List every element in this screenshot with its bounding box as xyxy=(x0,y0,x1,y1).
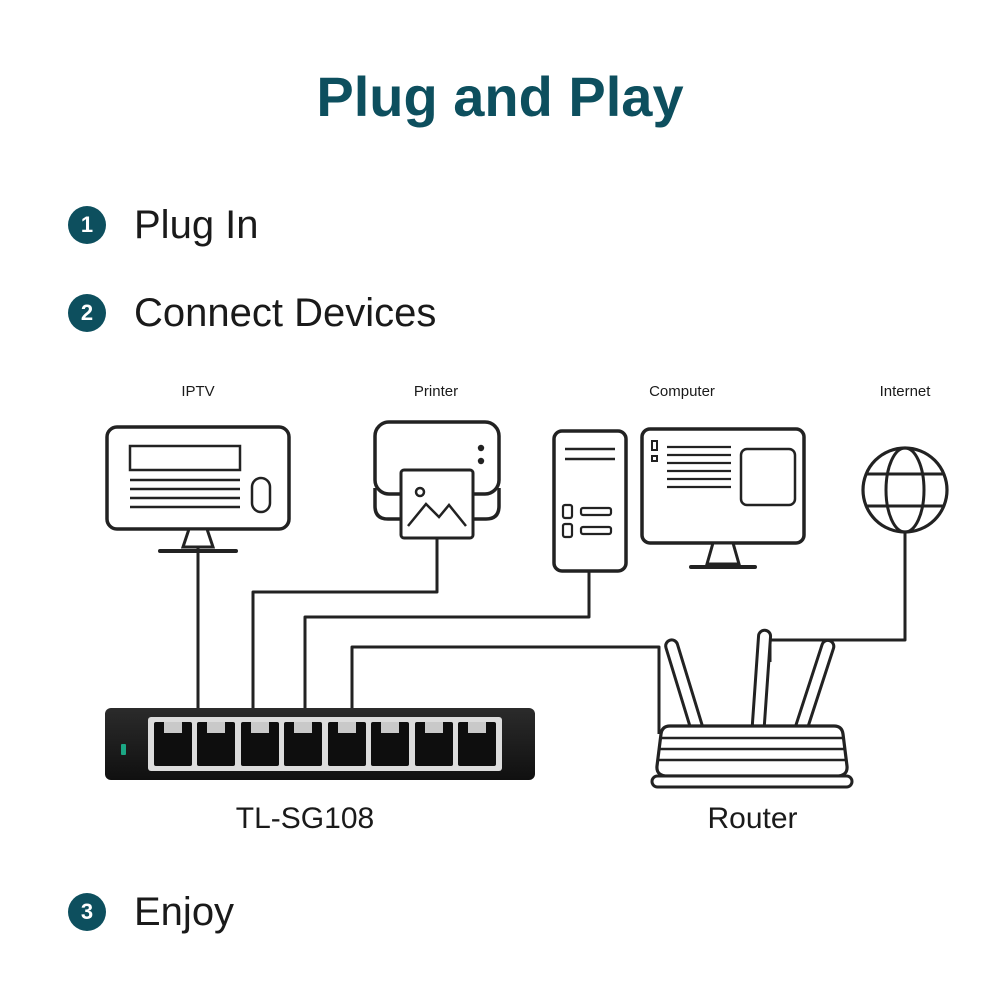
tv-stand xyxy=(180,527,216,549)
step-2-badge: 2 xyxy=(68,294,106,332)
step-3: 3 Enjoy xyxy=(68,888,234,936)
switch-device xyxy=(105,708,535,780)
line-printer-to-switch xyxy=(251,538,439,712)
router-label: Router xyxy=(707,802,798,835)
printer-label: Printer xyxy=(413,383,459,400)
router-antenna-right xyxy=(794,638,836,734)
rj45-port xyxy=(154,722,192,766)
step-1-badge: 1 xyxy=(68,206,106,244)
rj45-port xyxy=(457,722,496,766)
computer-label: Computer xyxy=(649,383,715,400)
switch-ports xyxy=(148,717,502,771)
printer-icon xyxy=(373,420,501,540)
rj45-port xyxy=(197,722,236,766)
router-antenna-left xyxy=(664,638,704,734)
step-2: 2 Connect Devices xyxy=(68,289,436,337)
iptv-label: IPTV xyxy=(181,383,215,400)
rj45-port xyxy=(240,722,279,766)
printer-paper xyxy=(399,468,475,540)
router-antenna-middle xyxy=(750,628,773,732)
router-icon xyxy=(650,628,854,789)
step-3-label: Enjoy xyxy=(134,890,235,934)
computer-icon xyxy=(552,427,806,573)
switch-led xyxy=(121,744,126,755)
router-base xyxy=(650,774,854,789)
monitor-stand xyxy=(705,541,741,566)
page-title: Plug and Play xyxy=(316,65,684,128)
step-3-badge: 3 xyxy=(68,893,106,931)
step-1-label: Plug In xyxy=(134,203,259,247)
computer-tower xyxy=(552,429,628,573)
rj45-port xyxy=(327,722,366,766)
internet-globe-icon xyxy=(861,446,949,534)
line-switch-to-router xyxy=(350,645,661,734)
step-2-label: Connect Devices xyxy=(134,291,437,335)
internet-label: Internet xyxy=(879,383,931,400)
rj45-port xyxy=(371,722,410,766)
rj45-port xyxy=(414,722,453,766)
router-body xyxy=(655,724,849,778)
switch-label: TL-SG108 xyxy=(235,802,375,835)
rj45-port xyxy=(284,722,323,766)
step-1: 1 Plug In xyxy=(68,201,259,249)
iptv-icon xyxy=(105,425,291,553)
line-computer-to-switch xyxy=(303,558,591,712)
